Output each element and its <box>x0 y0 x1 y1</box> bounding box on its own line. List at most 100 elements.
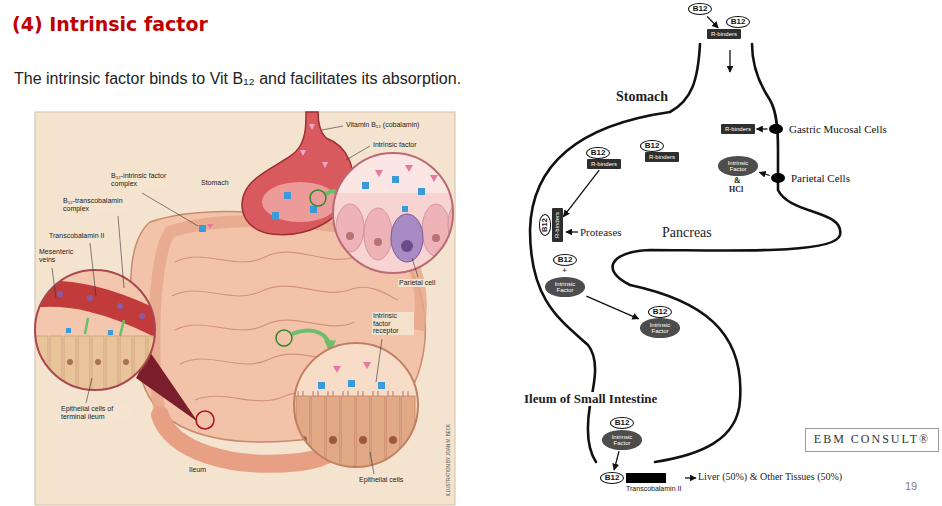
stomach <box>310 206 317 213</box>
node-text: B12 <box>605 474 620 483</box>
carrier-bar: Transcobalamin II <box>626 473 681 493</box>
magnified-gastric-mucosa <box>333 153 453 273</box>
node-text: B12 <box>541 218 549 232</box>
intestines <box>207 224 213 229</box>
flow-arrow <box>729 50 730 72</box>
cell-marker: Parietal Cells <box>771 172 850 184</box>
magnified-mesenteric-vein <box>36 336 160 396</box>
factor-oval: Intrinsic Factor <box>545 277 585 297</box>
magnified-ileal-epithelium <box>333 366 341 373</box>
page-number: 19 <box>905 480 917 492</box>
leader-line <box>376 339 382 382</box>
magnified-gastric-mucosa <box>333 153 472 273</box>
node-text: B12 <box>591 149 606 158</box>
magnified-gastric-mucosa <box>430 175 438 182</box>
factor-oval: Intrinsic Factor <box>640 318 680 338</box>
flow-arrow <box>563 170 599 217</box>
magnified-mesenteric-vein <box>57 291 63 297</box>
magnified-ileal-epithelium <box>329 436 337 444</box>
binder-box: R-binders <box>552 208 563 242</box>
magnified-gastric-mucosa <box>364 208 392 260</box>
substance-label: HCl <box>729 186 743 195</box>
binder-box: R-binders <box>707 29 741 39</box>
magnified-ileal-epithelium <box>296 396 415 476</box>
magnified-ileal-epithelium <box>318 380 385 389</box>
part-label: Parietal cell <box>398 279 436 287</box>
cell-marker: Gastric Mucosal Cells <box>769 123 887 135</box>
vitamin-oval: B12 <box>610 417 635 430</box>
intestines <box>172 286 398 300</box>
vitamin-oval: B12 <box>726 16 751 29</box>
flow-arrow <box>759 172 769 175</box>
part-label: Transcobalamin II <box>48 232 105 240</box>
magnified-mesenteric-vein <box>151 359 157 365</box>
body-text: The intrinsic factor binds to Vit B₁₂ an… <box>14 70 461 88</box>
node-text: B12 <box>558 256 573 265</box>
magnified-ileal-epithelium <box>294 343 418 476</box>
cell-dot <box>769 124 783 134</box>
magnified-ileal-epithelium <box>378 382 385 389</box>
carrier-bar-mark <box>626 473 666 483</box>
node-text: B12 <box>653 308 668 317</box>
magnified-gastric-mucosa <box>333 153 472 273</box>
node-text: Intrinsic Factor <box>550 281 580 294</box>
enzyme-label: Proteases <box>580 226 622 238</box>
flow-arrow <box>757 128 768 129</box>
node-text: B12 <box>731 18 746 27</box>
node-text: Parietal Cells <box>791 172 850 184</box>
node-text: R-binders <box>725 126 751 133</box>
magnified-ileal-epithelium <box>311 396 325 476</box>
node-text: B12 <box>693 5 708 14</box>
magnified-ileal-epithelium <box>299 436 397 444</box>
magnified-gastric-mucosa <box>392 176 399 183</box>
magnified-ileal-epithelium <box>389 436 397 444</box>
leader-line <box>52 268 56 298</box>
stomach <box>262 182 338 222</box>
magnified-gastric-mucosa <box>422 204 450 256</box>
part-label: Stomach <box>200 179 230 187</box>
region-label: Stomach <box>616 89 668 104</box>
magnified-gastric-mucosa <box>333 153 453 273</box>
node-text: EBM CONSULT® <box>814 433 930 446</box>
part-label: Intrinsic factor <box>372 141 418 149</box>
factor-oval: Intrinsic Factor <box>602 430 642 450</box>
cell-dot <box>771 173 785 183</box>
magnified-mesenteric-vein <box>87 295 93 301</box>
part-label: Mesenteric veins <box>38 248 80 263</box>
stomach <box>272 212 279 219</box>
magnified-ileal-epithelium <box>318 382 325 389</box>
magnified-ileal-epithelium <box>386 396 400 476</box>
zoom-marker <box>276 330 292 346</box>
intestines <box>175 252 355 262</box>
leader-line <box>412 258 418 277</box>
flow-arrow <box>685 477 696 478</box>
green-arrow <box>292 331 330 350</box>
magnified-mesenteric-vein <box>57 291 145 319</box>
factor-oval: Intrinsic Factor <box>718 156 758 176</box>
vitamin-oval: B12 <box>600 472 625 485</box>
part-label: B₁₂-intrinsic factor complex <box>110 172 168 187</box>
magnified-gastric-mucosa <box>375 170 383 177</box>
leader-line <box>370 452 374 474</box>
node-text: R-binders <box>711 31 737 38</box>
leader-line <box>90 243 96 296</box>
binder-box: R-binders <box>645 152 679 162</box>
magnified-gastric-mucosa <box>333 153 453 193</box>
magnified-gastric-mucosa <box>346 232 354 240</box>
magnified-mesenteric-vein <box>78 336 90 396</box>
flow-arrow <box>586 296 638 319</box>
part-label: B₁₂-transcobalamin complex <box>62 197 134 212</box>
leader-line <box>86 378 92 403</box>
magnified-ileal-epithelium <box>333 362 371 373</box>
zoom-marker <box>310 190 326 206</box>
magnified-mesenteric-vein <box>123 359 129 365</box>
magnified-gastric-mucosa <box>374 238 382 246</box>
zoom-marker <box>196 411 214 429</box>
vitamin-oval: B12 <box>688 3 713 16</box>
part-label: Vitamin B₁₂ (cobalamin) <box>345 121 420 129</box>
magnified-gastric-mucosa <box>432 234 440 242</box>
node-text: B12 <box>615 419 630 428</box>
vitamin-oval: B12 <box>648 306 673 319</box>
part-label: Epithelial cells <box>358 476 404 484</box>
brand-box: EBM CONSULT® <box>805 428 939 452</box>
